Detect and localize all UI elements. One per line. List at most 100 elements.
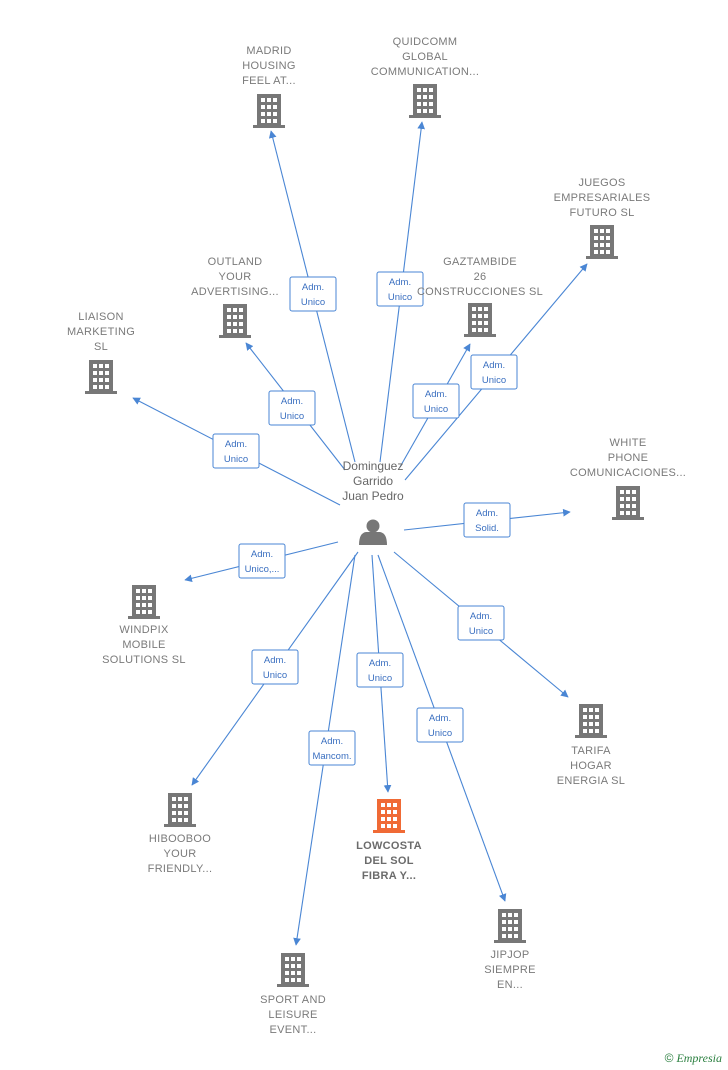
role-text: Adm. <box>264 655 286 666</box>
company-node-windpix[interactable]: WINDPIX MOBILE SOLUTIONS SL <box>102 585 186 666</box>
company-name-line: EMPRESARIALES <box>554 192 651 204</box>
building-icon <box>277 953 309 987</box>
company-name-line: GLOBAL <box>402 51 448 63</box>
building-icon <box>575 704 607 738</box>
company-node-juegos-empresariales[interactable]: JUEGOS EMPRESARIALES FUTURO SL <box>554 177 651 259</box>
role-badge-frame <box>470 354 518 390</box>
building-icon <box>494 909 526 943</box>
role-badge-gaztambide[interactable]: Adm. Unico <box>412 383 460 419</box>
building-icon <box>164 793 196 827</box>
company-name-line: ENERGIA SL <box>557 775 625 787</box>
role-text: Adm. <box>476 508 498 519</box>
role-badge-tarifa-hogar[interactable]: Adm. Unico <box>457 605 505 641</box>
company-name-line: FRIENDLY... <box>148 863 213 875</box>
role-badge-frame <box>268 390 316 426</box>
company-name-line: GAZTAMBIDE <box>443 256 517 268</box>
company-node-hibooboo[interactable]: HIBOOBOO YOUR FRIENDLY... <box>148 793 213 875</box>
company-name-line: EN... <box>497 979 523 991</box>
role-text: Unico <box>388 292 412 303</box>
company-node-tarifa-hogar[interactable]: TARIFA HOGAR ENERGIA SL <box>557 704 625 787</box>
company-name-line: WINDPIX <box>119 624 169 636</box>
company-name-line: HOGAR <box>570 760 612 772</box>
role-text: Adm. <box>483 360 505 371</box>
person-name-line: Dominguez <box>343 459 404 473</box>
role-text: Adm. <box>225 439 247 450</box>
role-text: Unico <box>482 375 506 386</box>
building-icon <box>586 225 618 259</box>
company-name-line: MARKETING <box>67 326 135 338</box>
role-text: Mancom. <box>312 751 351 762</box>
role-badge-white-phone[interactable]: Adm. Solid. <box>463 502 511 538</box>
role-text: Solid. <box>475 523 499 534</box>
role-text: Unico <box>424 404 448 415</box>
building-icon <box>253 94 285 128</box>
company-name-line: LIAISON <box>78 311 124 323</box>
role-text: Adm. <box>321 736 343 747</box>
company-name-line: MOBILE <box>122 639 165 651</box>
brand-logo: Empresia <box>676 1051 722 1065</box>
role-badge-quidcomm[interactable]: Adm. Unico <box>376 271 424 307</box>
company-name-line: HIBOOBOO <box>149 833 211 845</box>
company-name-line: LOWCOSTA <box>356 840 422 852</box>
role-text: Adm. <box>369 658 391 669</box>
role-badge-madrid-housing[interactable]: Adm.Unico <box>289 276 337 312</box>
role-badge-jipjop[interactable]: Adm. Unico <box>416 707 464 743</box>
role-badge-frame <box>289 276 337 312</box>
role-text: Unico <box>469 626 493 637</box>
role-badge-liaison[interactable]: Adm. Unico <box>212 433 260 469</box>
company-node-sport-leisure[interactable]: SPORT ANDLEISUREEVENT... <box>260 953 326 1036</box>
company-name-line: QUIDCOMM <box>393 36 458 48</box>
copyright-icon: © <box>664 1051 674 1065</box>
role-text: Unico <box>428 728 452 739</box>
role-text: Unico,... <box>245 564 280 575</box>
person-name-line: Garrido <box>353 474 393 488</box>
role-text: Unico <box>368 673 392 684</box>
copyright-footer: © Empresia <box>665 1051 722 1066</box>
role-badge-frame <box>463 502 511 538</box>
role-badge-hibooboo[interactable]: Adm.Unico <box>251 649 299 685</box>
company-name-line: EVENT... <box>269 1024 316 1036</box>
role-badge-outland[interactable]: Adm. Unico <box>268 390 316 426</box>
role-badge-lowcosta[interactable]: Adm. Unico <box>356 652 404 688</box>
company-name-line: FIBRA Y... <box>362 870 416 882</box>
role-text: Unico <box>301 297 325 308</box>
role-badge-windpix[interactable]: Adm.Unico,... <box>238 543 286 579</box>
role-text: Adm. <box>389 277 411 288</box>
building-icon <box>85 360 117 394</box>
company-name-line: YOUR <box>219 271 252 283</box>
company-name-line: SPORT AND <box>260 994 326 1006</box>
role-text: Adm. <box>429 713 451 724</box>
company-name-line: JUEGOS <box>578 177 625 189</box>
company-node-white-phone[interactable]: WHITEPHONECOMUNICACIONES... <box>570 437 686 520</box>
building-icon <box>464 303 496 337</box>
company-name-line: FUTURO SL <box>569 207 634 219</box>
company-name-line: ADVERTISING... <box>191 286 279 298</box>
role-badge-frame <box>376 271 424 307</box>
company-node-quidcomm[interactable]: QUIDCOMMGLOBALCOMMUNICATION... <box>371 36 479 118</box>
role-text: Adm. <box>470 611 492 622</box>
role-badge-frame <box>212 433 260 469</box>
company-name-line: SOLUTIONS SL <box>102 654 186 666</box>
company-name-line: TARIFA <box>571 745 611 757</box>
company-name-line: FEEL AT... <box>242 75 296 87</box>
role-text: Adm. <box>281 396 303 407</box>
role-badge-sport-leisure[interactable]: Adm. Mancom. <box>308 730 356 766</box>
role-badge-frame <box>356 652 404 688</box>
role-text: Unico <box>280 411 304 422</box>
company-name-line: YOUR <box>164 848 197 860</box>
company-node-outland[interactable]: OUTLAND YOUR ADVERTISING... <box>191 256 279 338</box>
role-badge-frame <box>412 383 460 419</box>
role-text: Unico <box>224 454 248 465</box>
company-node-jipjop[interactable]: JIPJOPSIEMPREEN... <box>484 909 536 991</box>
role-badge-frame <box>308 730 356 766</box>
company-name-line: 26 <box>474 271 487 283</box>
role-badge-juegos-empresariales[interactable]: Adm. Unico <box>470 354 518 390</box>
role-text: Adm. <box>425 389 447 400</box>
building-icon <box>128 585 160 619</box>
company-name-line: OUTLAND <box>208 256 263 268</box>
